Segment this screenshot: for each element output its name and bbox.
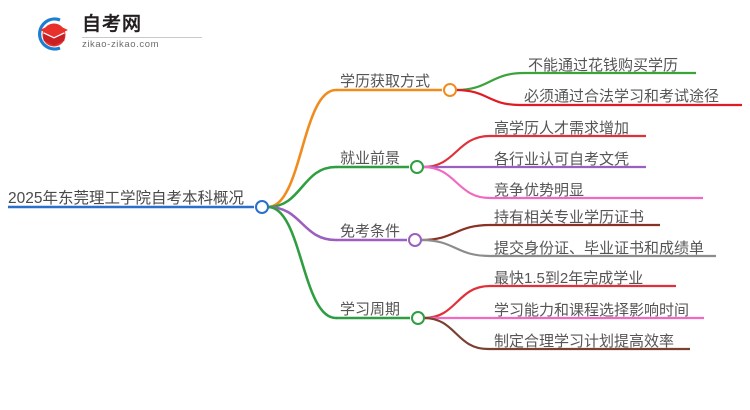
leaf-node-label-2-1[interactable]: 提交身份证、毕业证书和成绩单 xyxy=(494,240,705,257)
branch-node-0[interactable] xyxy=(443,83,457,97)
logo-title: 自考网 xyxy=(82,14,143,35)
edge-root-to-branch-2 xyxy=(266,205,338,242)
branch-node-3[interactable] xyxy=(411,311,425,325)
logo-divider xyxy=(82,37,202,38)
edge-root-to-branch-1 xyxy=(266,165,338,209)
edge-branch-0-to-leaf-1 xyxy=(454,88,522,107)
branch-node-2[interactable] xyxy=(408,233,422,247)
edge-branch-2-to-leaf-0 xyxy=(419,223,492,242)
edge-root-to-branch-3 xyxy=(266,205,338,320)
branch-node-label-1[interactable]: 就业前景 xyxy=(340,150,401,167)
branch-node-label-3[interactable]: 学习周期 xyxy=(340,301,401,318)
site-logo: 自考网 zikao-zikao.com xyxy=(30,8,210,58)
leaf-node-label-1-2[interactable]: 竞争优势明显 xyxy=(494,182,585,199)
edge-branch-0-to-leaf-0 xyxy=(454,71,526,92)
leaf-node-label-3-1[interactable]: 学习能力和课程选择影响时间 xyxy=(494,302,690,319)
branch-node-label-0[interactable]: 学历获取方式 xyxy=(340,73,431,90)
logo-wordmark: 自考网 zikao-zikao.com xyxy=(82,14,210,51)
branch-node-1[interactable] xyxy=(410,160,424,174)
leaf-node-label-0-1[interactable]: 必须通过合法学习和考试途径 xyxy=(524,88,720,105)
edge-branch-1-to-leaf-2 xyxy=(421,165,492,200)
edge-branch-3-to-leaf-0 xyxy=(422,284,492,320)
leaf-node-label-0-0[interactable]: 不能通过花钱购买学历 xyxy=(528,57,679,74)
edge-branch-1-to-leaf-0 xyxy=(421,134,492,169)
leaf-node-label-2-0[interactable]: 持有相关专业学历证书 xyxy=(494,209,645,226)
leaf-node-label-3-2[interactable]: 制定合理学习计划提高效率 xyxy=(494,333,675,350)
branch-node-label-2[interactable]: 免考条件 xyxy=(340,223,401,240)
leaf-node-label-1-0[interactable]: 高学历人才需求增加 xyxy=(494,120,630,137)
leaf-node-label-1-1[interactable]: 各行业认可自考文凭 xyxy=(494,151,630,168)
root-node[interactable] xyxy=(255,200,269,214)
edge-branch-3-to-leaf-2 xyxy=(422,316,490,351)
graduation-cap-icon xyxy=(30,16,74,52)
edge-root-to-branch-0 xyxy=(266,88,338,209)
edge-branch-2-to-leaf-1 xyxy=(419,238,492,258)
root-node-label[interactable]: 2025年东莞理工学院自考本科概况 xyxy=(8,190,244,207)
leaf-node-label-3-0[interactable]: 最快1.5到2年完成学业 xyxy=(494,270,644,287)
logo-subtitle: zikao-zikao.com xyxy=(82,39,160,50)
